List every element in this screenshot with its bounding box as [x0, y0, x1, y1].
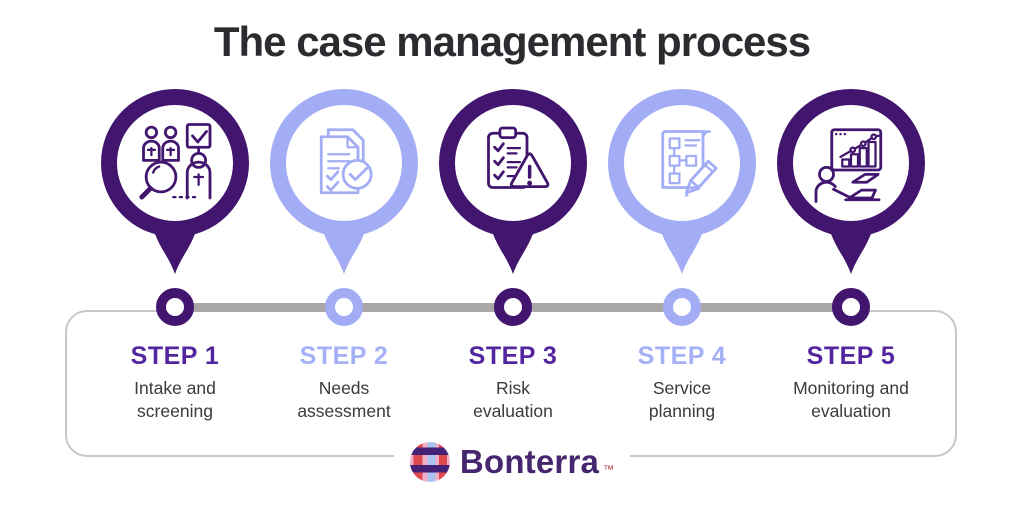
step-1-description: Intake and screening: [134, 378, 216, 422]
bonterra-logo: Bonterra ™: [393, 436, 631, 488]
step-1-pin: [93, 88, 257, 278]
step-1-timeline-marker: [156, 288, 194, 326]
step-5-label: STEP 5: [806, 342, 896, 370]
step-3-label: STEP 3: [468, 342, 558, 370]
step-4-label: STEP 4: [637, 342, 727, 370]
step-2-label: STEP 2: [299, 342, 389, 370]
bonterra-wordmark: Bonterra: [459, 443, 600, 480]
step-5-pin: [769, 88, 933, 278]
step-2-pin: [262, 88, 426, 278]
step-2-timeline-marker: [325, 288, 363, 326]
pin-shape: [439, 89, 587, 274]
monitoring-evaluation-icon: [809, 121, 893, 205]
step-5-description: Monitoring and evaluation: [793, 378, 909, 422]
step-4-description: Service planning: [648, 378, 716, 422]
trademark-symbol: ™: [603, 464, 615, 476]
step-4-pin: [600, 88, 764, 278]
step-4-timeline-marker: [663, 288, 701, 326]
needs-assessment-icon: [302, 121, 386, 205]
step-3-timeline-marker: [494, 288, 532, 326]
step-1-label: STEP 1: [130, 342, 220, 370]
step-2-description: Needs assessment: [297, 378, 391, 422]
risk-evaluation-icon: [471, 121, 555, 205]
service-planning-icon: [640, 121, 724, 205]
step-3-description: Risk evaluation: [473, 378, 553, 422]
page-title: The case management process: [213, 18, 811, 65]
intake-screening-icon: [133, 121, 217, 205]
step-3-pin: [431, 88, 595, 278]
bonterra-plaid-mark-icon: [409, 442, 450, 482]
step-5-timeline-marker: [832, 288, 870, 326]
